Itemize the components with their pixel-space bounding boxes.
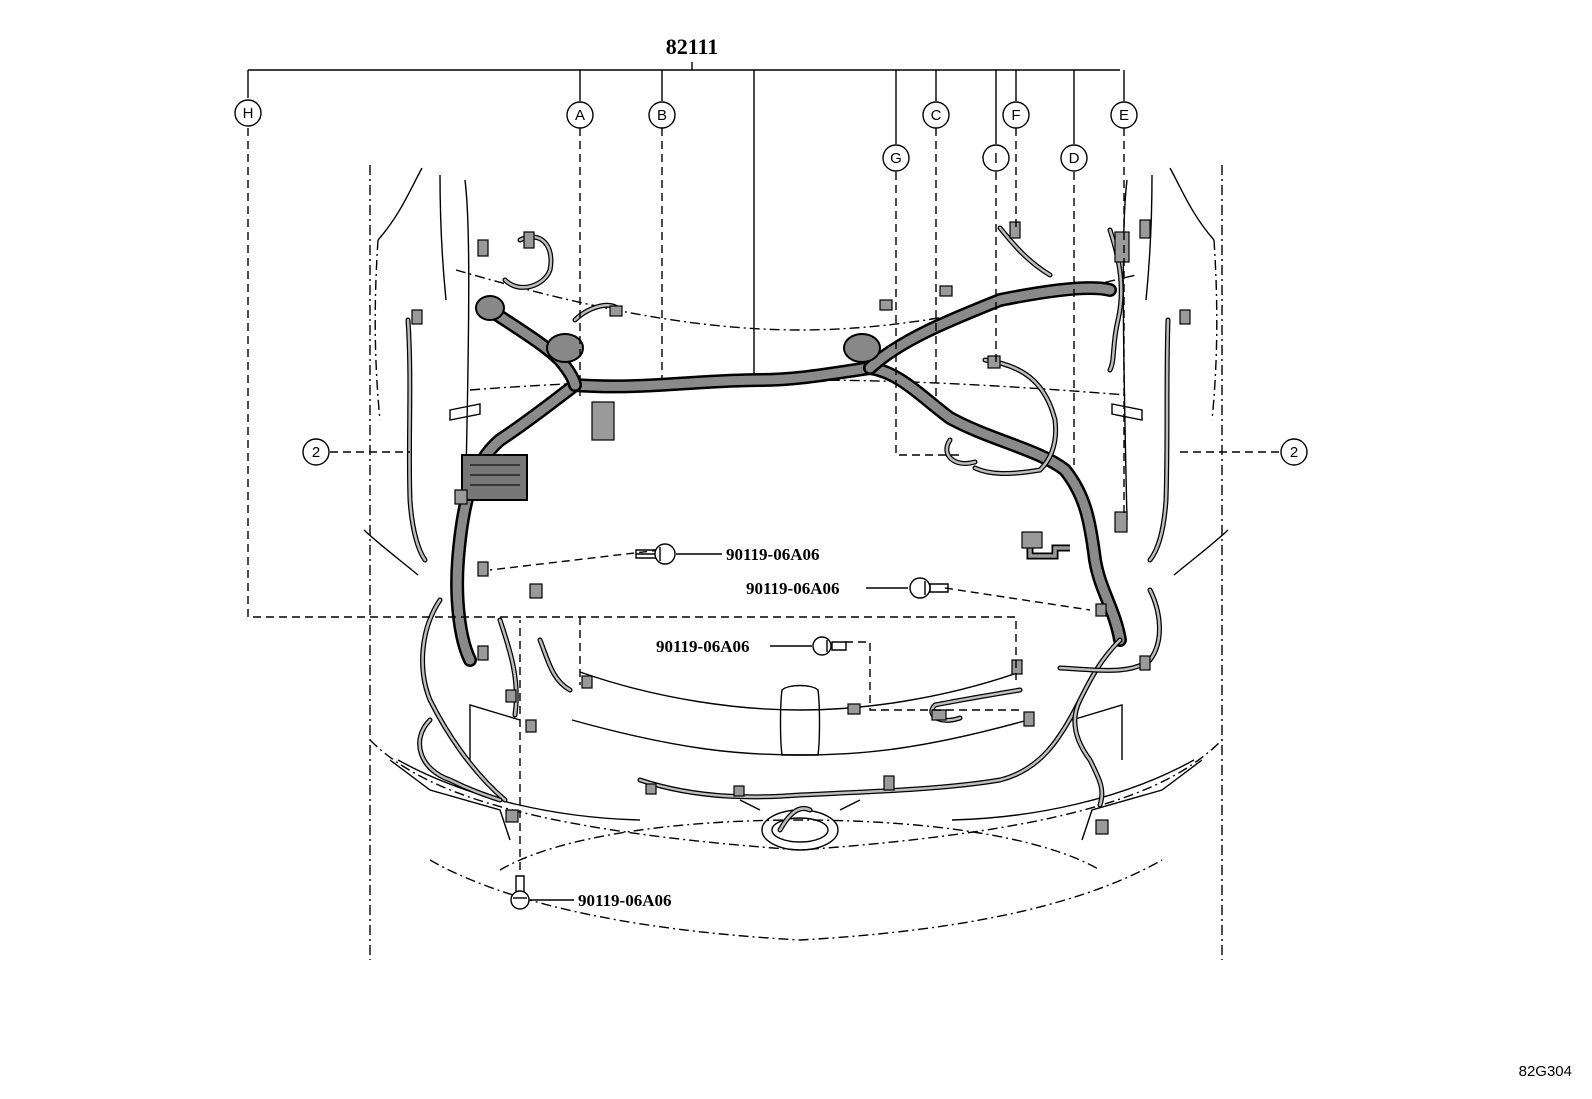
part-number-labels: 82111 90119-06A06 90119-06A06 90119-06A0… (578, 34, 840, 910)
callout-F: F (1002, 101, 1030, 129)
callout-E: E (1110, 101, 1138, 129)
callout-B: B (648, 101, 676, 129)
bolt-part-number: 90119-06A06 (656, 637, 750, 656)
callout-I: I (982, 144, 1010, 172)
svg-text:2: 2 (312, 444, 320, 461)
bolt-icons (510, 543, 949, 910)
callout-circles: H A B G C I F D (234, 99, 1308, 466)
svg-text:F: F (1011, 107, 1020, 124)
svg-text:E: E (1119, 107, 1129, 124)
figure-code: 82G304 (1519, 1063, 1572, 1080)
callout-H: H (234, 99, 262, 127)
side-ref-left: 2 (302, 438, 330, 466)
svg-text:G: G (890, 150, 902, 167)
callout-D: D (1060, 144, 1088, 172)
bolt-icon (812, 636, 847, 656)
bolt-part-number: 90119-06A06 (578, 891, 672, 910)
callout-A: A (566, 101, 594, 129)
engine-room-main-harness (450, 281, 1127, 667)
svg-text:A: A (575, 107, 585, 124)
callout-G: G (882, 144, 910, 172)
svg-text:D: D (1069, 150, 1080, 167)
svg-text:I: I (994, 150, 998, 167)
bolt-part-number: 90119-06A06 (726, 545, 820, 564)
callout-leader-lines (247, 62, 1280, 870)
bolt-leader-lines (530, 553, 908, 901)
svg-text:C: C (931, 107, 942, 124)
callout-C: C (922, 101, 950, 129)
harness-connectors (411, 219, 1191, 835)
main-part-number: 82111 (666, 34, 719, 59)
svg-text:2: 2 (1290, 444, 1298, 461)
bolt-icon (909, 577, 949, 599)
branch-wires (405, 225, 1171, 833)
bolt-icon (510, 875, 530, 910)
svg-text:B: B (657, 107, 667, 124)
bolt-part-number: 90119-06A06 (746, 579, 840, 598)
svg-text:H: H (243, 105, 254, 122)
bolt-icon (635, 543, 676, 565)
side-ref-right: 2 (1280, 438, 1308, 466)
